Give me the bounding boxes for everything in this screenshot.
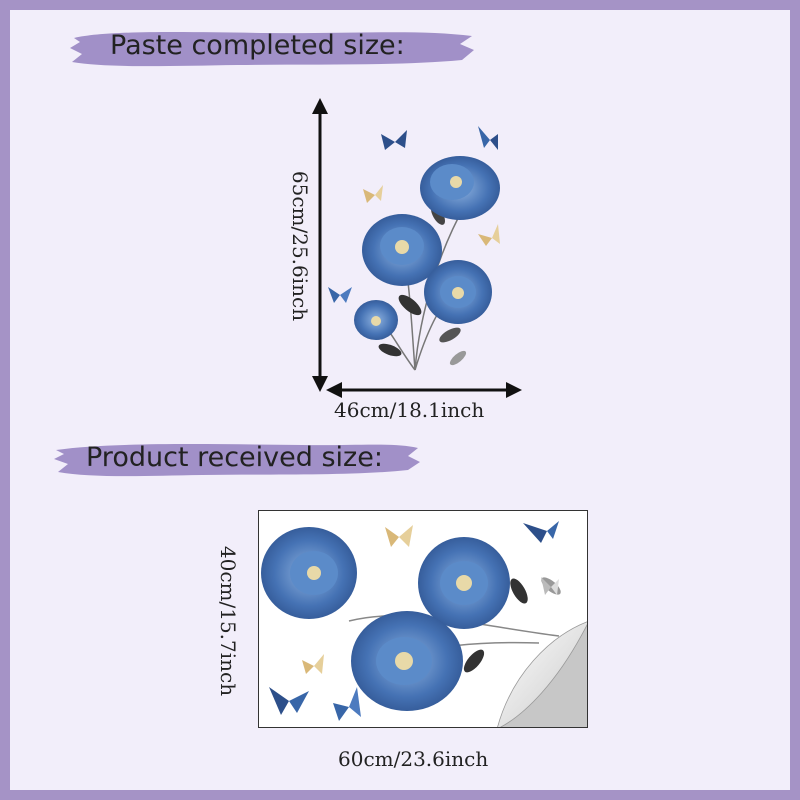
butterfly-icon — [385, 525, 413, 547]
flower-icon — [354, 300, 398, 340]
page-curl-icon — [497, 621, 587, 727]
flower-icon — [418, 537, 510, 629]
arrow-head-icon — [506, 382, 522, 398]
butterfly-icon — [541, 577, 559, 595]
flower-icon — [362, 214, 442, 286]
butterfly-icon — [333, 687, 361, 721]
butterfly-icon — [328, 287, 352, 303]
butterfly-icon — [478, 224, 500, 246]
flower-icon — [420, 156, 500, 220]
arrow-head-icon — [312, 376, 328, 392]
brush-stroke-shape — [54, 444, 420, 477]
flower-icon — [261, 527, 357, 619]
brush-stroke-shape — [70, 32, 474, 67]
product-size-title: Product received size: — [86, 442, 383, 473]
product-width-label: 60cm/23.6inch — [338, 747, 489, 771]
product-height-label: 40cm/15.7inch — [216, 545, 240, 697]
butterfly-icon — [269, 687, 309, 715]
paste-width-label: 46cm/18.1inch — [334, 398, 485, 422]
sticker-sheet — [258, 510, 588, 728]
butterfly-icon — [363, 185, 383, 203]
flower-icon — [424, 260, 492, 324]
butterfly-icon — [381, 130, 407, 150]
flower-icon — [351, 611, 463, 711]
product-size-banner: Product received size: — [52, 434, 422, 486]
paste-size-title: Paste completed size: — [110, 30, 405, 61]
paste-height-label: 65cm/25.6inch — [288, 170, 312, 322]
arrow-head-icon — [312, 98, 328, 114]
paste-size-banner: Paste completed size: — [68, 20, 478, 76]
butterfly-icon — [302, 654, 324, 674]
butterfly-icon — [478, 126, 498, 150]
sticker-sheet-illustration — [261, 521, 587, 727]
arrow-head-icon — [326, 382, 342, 398]
pasted-floral-decal-illustration — [328, 126, 500, 371]
butterfly-icon — [523, 521, 559, 543]
